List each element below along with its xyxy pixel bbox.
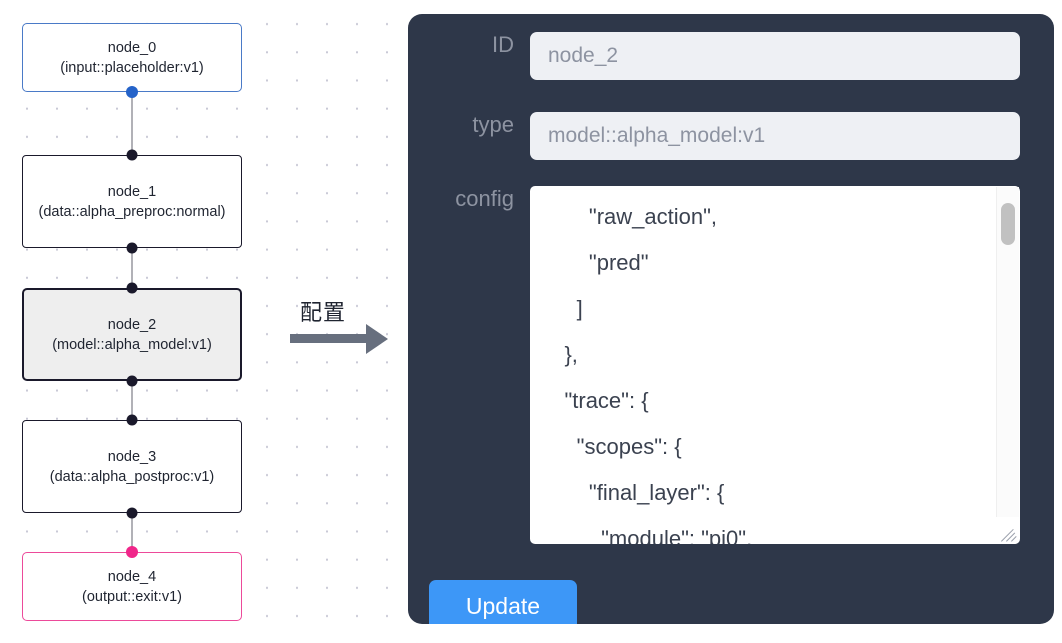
config-scrollbar-thumb[interactable] [1001, 203, 1015, 245]
config-textarea[interactable] [530, 186, 1020, 544]
graph-node-node-0[interactable]: node_0 (input::placeholder:v1) [22, 23, 242, 92]
node-title: node_1 [107, 183, 157, 200]
node-3-source-handle[interactable] [126, 507, 138, 519]
node-1-source-handle[interactable] [126, 242, 138, 254]
type-input[interactable] [530, 112, 1020, 160]
node-2-source-handle[interactable] [126, 375, 138, 387]
transition-annotation: 配置 [290, 295, 400, 365]
node-0-source-handle[interactable] [126, 86, 138, 98]
node-title: node_4 [107, 568, 157, 585]
edge-node0-node1 [131, 92, 133, 155]
node-4-target-handle[interactable] [126, 546, 138, 558]
edge-node3-node4 [131, 513, 133, 552]
node-subtitle: (data::alpha_postproc:v1) [49, 468, 215, 485]
node-title: node_3 [107, 448, 157, 465]
node-3-target-handle[interactable] [126, 414, 138, 426]
config-scrollbar[interactable] [996, 187, 1019, 517]
graph-node-node-4[interactable]: node_4 (output::exit:v1) [22, 552, 242, 621]
field-row-config: config [422, 186, 1020, 544]
graph-node-node-3[interactable]: node_3 (data::alpha_postproc:v1) [22, 420, 242, 513]
node-subtitle: (output::exit:v1) [82, 588, 182, 605]
id-field-label: ID [492, 32, 514, 57]
graph-nodes-layer: node_0 (input::placeholder:v1) node_1 (d… [0, 0, 400, 643]
edge-node1-node2 [131, 248, 133, 288]
node-1-target-handle[interactable] [126, 149, 138, 161]
id-input[interactable] [530, 32, 1020, 80]
graph-node-node-2[interactable]: node_2 (model::alpha_model:v1) [22, 288, 242, 381]
node-2-target-handle[interactable] [126, 282, 138, 294]
node-subtitle: (model::alpha_model:v1) [52, 336, 212, 353]
field-row-id: ID [422, 32, 1020, 80]
update-button[interactable]: Update [429, 580, 577, 624]
arrow-shaft [290, 334, 368, 343]
field-row-type: type [422, 112, 1020, 160]
node-inspector-panel: ID type config Update [408, 14, 1054, 624]
node-title: node_2 [107, 316, 157, 333]
resize-grip-icon[interactable] [1000, 524, 1018, 542]
arrow-head-icon [366, 324, 388, 354]
node-title: node_0 [107, 39, 157, 56]
config-field-label: config [455, 186, 514, 211]
type-field-label: type [472, 112, 514, 137]
node-subtitle: (input::placeholder:v1) [60, 59, 204, 76]
graph-node-node-1[interactable]: node_1 (data::alpha_preproc:normal) [22, 155, 242, 248]
transition-caption: 配置 [300, 301, 347, 326]
edge-node2-node3 [131, 381, 133, 420]
node-subtitle: (data::alpha_preproc:normal) [38, 203, 226, 220]
config-textarea-wrapper [530, 186, 1020, 544]
